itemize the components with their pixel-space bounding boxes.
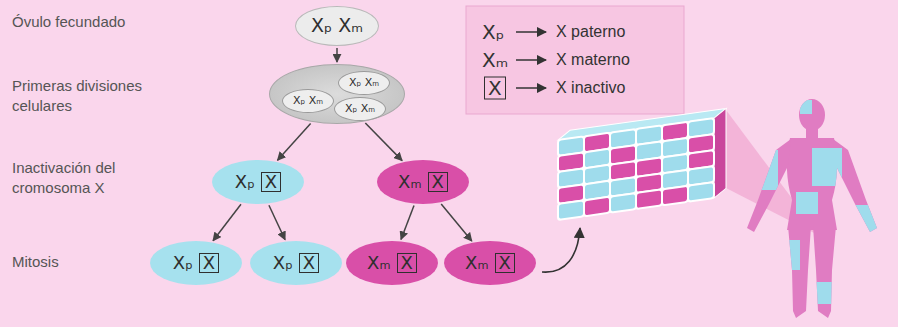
embryo-cell: Xₚ Xₘ — [334, 97, 386, 121]
legend-box — [466, 6, 684, 114]
arrow-connector — [336, 48, 338, 62]
maternal-daughter-cell: Xₘ X — [444, 241, 536, 285]
chromosome-text: Xₚ Xₘ — [345, 103, 375, 116]
node-content: Xₘ X — [398, 172, 448, 193]
tissue-illustration — [558, 108, 726, 220]
zygote-cell: Xₚ Xₘ — [295, 6, 379, 46]
curved-arrow — [542, 228, 580, 272]
arrow-connector — [213, 204, 241, 241]
maternal-daughter-cell: Xₘ X — [346, 241, 438, 285]
legend-symbol: X — [484, 77, 506, 100]
inactive-x-symbol: X — [261, 172, 281, 193]
maternal-active-cell: Xₘ X — [377, 160, 469, 204]
arrow-connector — [441, 204, 472, 241]
paternal-daughter-cell: Xₚ X — [150, 241, 242, 285]
stage-label: Óvulo fecundado — [12, 12, 182, 32]
legend-text: X materno — [556, 51, 630, 69]
stage-label: Mitosis — [12, 252, 182, 272]
inactive-x-symbol: X — [199, 253, 219, 274]
chromosome-text: Xₘ — [398, 172, 422, 193]
legend-entry: X paterno — [556, 23, 625, 41]
inactive-x-symbol: X — [397, 253, 417, 274]
chromosome-text: Xₚ Xₘ — [293, 95, 323, 108]
legend-arrows — [516, 32, 546, 88]
legend-text: X inactivo — [556, 79, 625, 97]
legend-symbol: Xₘ — [482, 49, 508, 72]
chromosome-text: Xₘ — [367, 253, 391, 274]
arrow-connector — [269, 205, 285, 239]
human-figure — [744, 99, 880, 318]
paternal-active-cell: Xₚ X — [212, 160, 304, 204]
chromosome-text: Xₚ — [273, 253, 293, 274]
cell-cluster: Xₚ Xₘ Xₚ Xₘ Xₚ Xₘ — [269, 64, 405, 124]
node-content: Xₘ X — [367, 253, 417, 274]
node-content: Xₚ X — [173, 253, 219, 274]
legend-entry: X inactivo — [556, 79, 625, 97]
chromosome-text: Xₚ — [235, 172, 255, 193]
chromosome-text: Xₚ Xₘ — [311, 15, 363, 37]
paternal-daughter-cell: Xₚ X — [250, 241, 342, 285]
embryo-cell: Xₚ Xₘ — [282, 89, 334, 113]
node-content: Xₚ X — [235, 172, 281, 193]
chromosome-text: Xₚ — [173, 253, 193, 274]
node-content: Xₚ Xₘ — [311, 15, 363, 37]
node-content: Xₘ X — [465, 253, 515, 274]
arrow-connector — [401, 206, 414, 240]
inactive-x-symbol: X — [495, 253, 515, 274]
legend-entry: X materno — [556, 51, 630, 69]
node-content: Xₚ X — [273, 253, 319, 274]
arrow-connector — [277, 123, 310, 160]
embryo-cell: Xₚ Xₘ — [338, 71, 390, 95]
node-content: Xₚ Xₘ — [345, 103, 375, 116]
inactive-x-symbol: X — [299, 253, 319, 274]
node-content: Xₚ Xₘ — [349, 77, 379, 90]
legend-text: X paterno — [556, 23, 625, 41]
chromosome-text: Xₘ — [465, 253, 489, 274]
node-content: Xₚ Xₘ — [293, 95, 323, 108]
legend-symbol: Xₚ — [482, 21, 504, 44]
stage-label: Primeras divisiones celulares — [12, 76, 182, 116]
stage-label: Inactivación del cromosoma X — [12, 158, 182, 198]
inactive-x-symbol: X — [428, 172, 448, 193]
arrow-connector — [365, 123, 402, 161]
chromosome-text: Xₚ Xₘ — [349, 77, 379, 90]
